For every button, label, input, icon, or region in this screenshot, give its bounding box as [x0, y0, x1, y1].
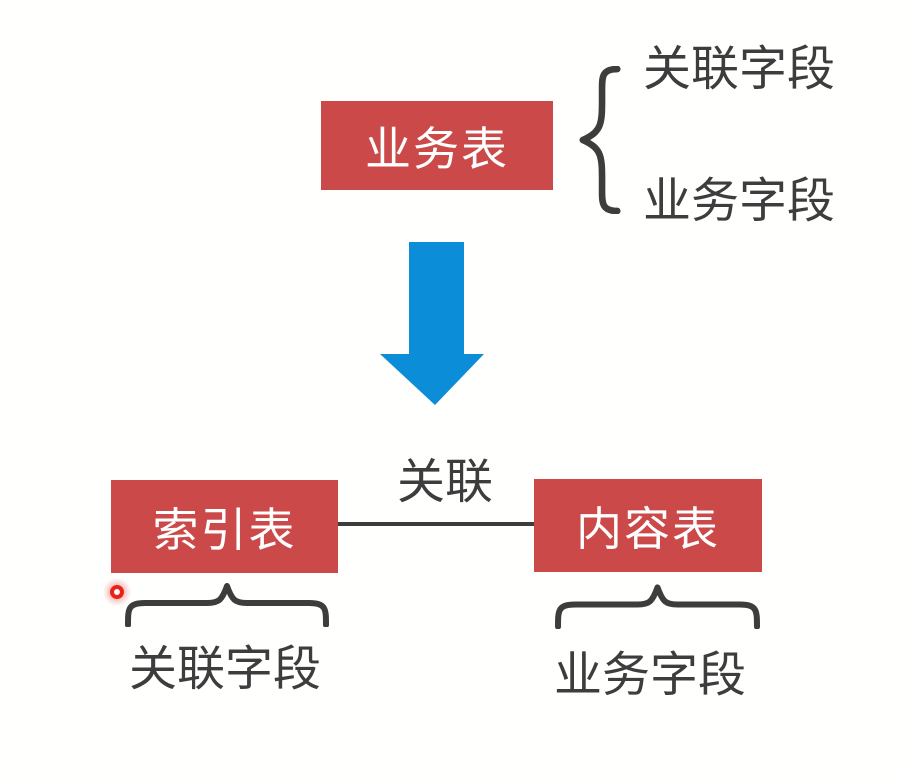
- down-arrow-icon: [380, 242, 484, 405]
- index-table-label: 索引表: [152, 503, 297, 556]
- laser-pointer-dot: [103, 578, 131, 606]
- index-table-box: 索引表: [111, 480, 338, 573]
- top-field-label-business: 业务字段: [643, 175, 836, 228]
- business-table-box: 业务表: [321, 101, 553, 190]
- business-table-label: 业务表: [365, 122, 509, 175]
- index-table-caption: 关联字段: [129, 643, 322, 696]
- connector-label: 关联: [396, 456, 493, 509]
- content-table-label: 内容表: [576, 502, 720, 555]
- content-table-caption: 业务字段: [554, 649, 747, 702]
- underbrace-icon-right: [555, 584, 760, 629]
- content-table-box: 内容表: [534, 479, 762, 572]
- connector-line: [338, 522, 534, 526]
- left-curly-brace-icon: [579, 66, 621, 214]
- underbrace-icon-left: [125, 583, 329, 627]
- top-field-label-association: 关联字段: [643, 43, 836, 96]
